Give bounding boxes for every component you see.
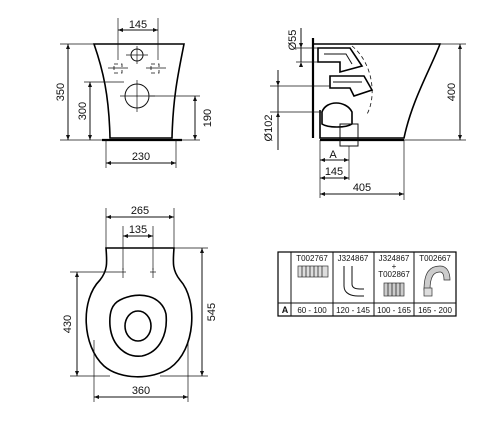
pan-connector-straight-icon <box>297 265 329 278</box>
table-range-3: 100 - 165 <box>377 306 411 315</box>
table-header-3-plus: + <box>392 262 397 271</box>
table-header-3-extra: T002867 <box>378 270 410 279</box>
pan-connector-short-icon <box>383 282 405 297</box>
connector-table: T002767 J324867 J324867 + T002867 T00266… <box>277 251 457 317</box>
side-view: Ø55 Ø102 400 A 145 405 <box>263 28 466 200</box>
side-dim-outlet-offset: 145 <box>325 166 343 178</box>
table-row-label: A <box>282 305 289 315</box>
side-dim-height: 400 <box>446 83 458 101</box>
table-range-1: 60 - 100 <box>297 306 327 315</box>
side-dim-outlet-diameter: Ø102 <box>263 115 275 142</box>
table-range-2: 120 - 145 <box>336 306 370 315</box>
top-dim-width: 360 <box>132 385 150 397</box>
top-dim-total-length: 545 <box>206 303 218 321</box>
top-dim-seat-length: 430 <box>62 315 74 333</box>
front-dim-total-height: 350 <box>55 83 67 101</box>
top-dim-width-top: 265 <box>131 205 149 217</box>
front-dim-hole-spacing: 145 <box>129 19 147 31</box>
front-dim-base-width: 230 <box>132 151 150 163</box>
table-header-3: J324867 <box>379 254 410 263</box>
pan-connector-bend-icon <box>343 266 364 297</box>
pan-connector-flexible-bend-icon <box>423 265 451 297</box>
side-dim-a: A <box>329 149 337 161</box>
front-view: 145 350 300 190 <box>55 18 214 168</box>
side-dim-inlet-diameter: Ø55 <box>287 30 299 51</box>
top-view: 265 135 430 545 360 <box>62 205 218 402</box>
top-dim-hole-spacing: 135 <box>129 224 147 236</box>
front-dim-outlet-height: 300 <box>77 102 89 120</box>
side-dim-depth: 405 <box>353 182 371 194</box>
table-range-4: 165 - 200 <box>418 306 452 315</box>
table-header-1: T002767 <box>296 254 328 263</box>
table-header-2: J324867 <box>338 254 369 263</box>
table-header-4: T002667 <box>419 254 451 263</box>
front-dim-inlet-height: 190 <box>202 109 214 127</box>
